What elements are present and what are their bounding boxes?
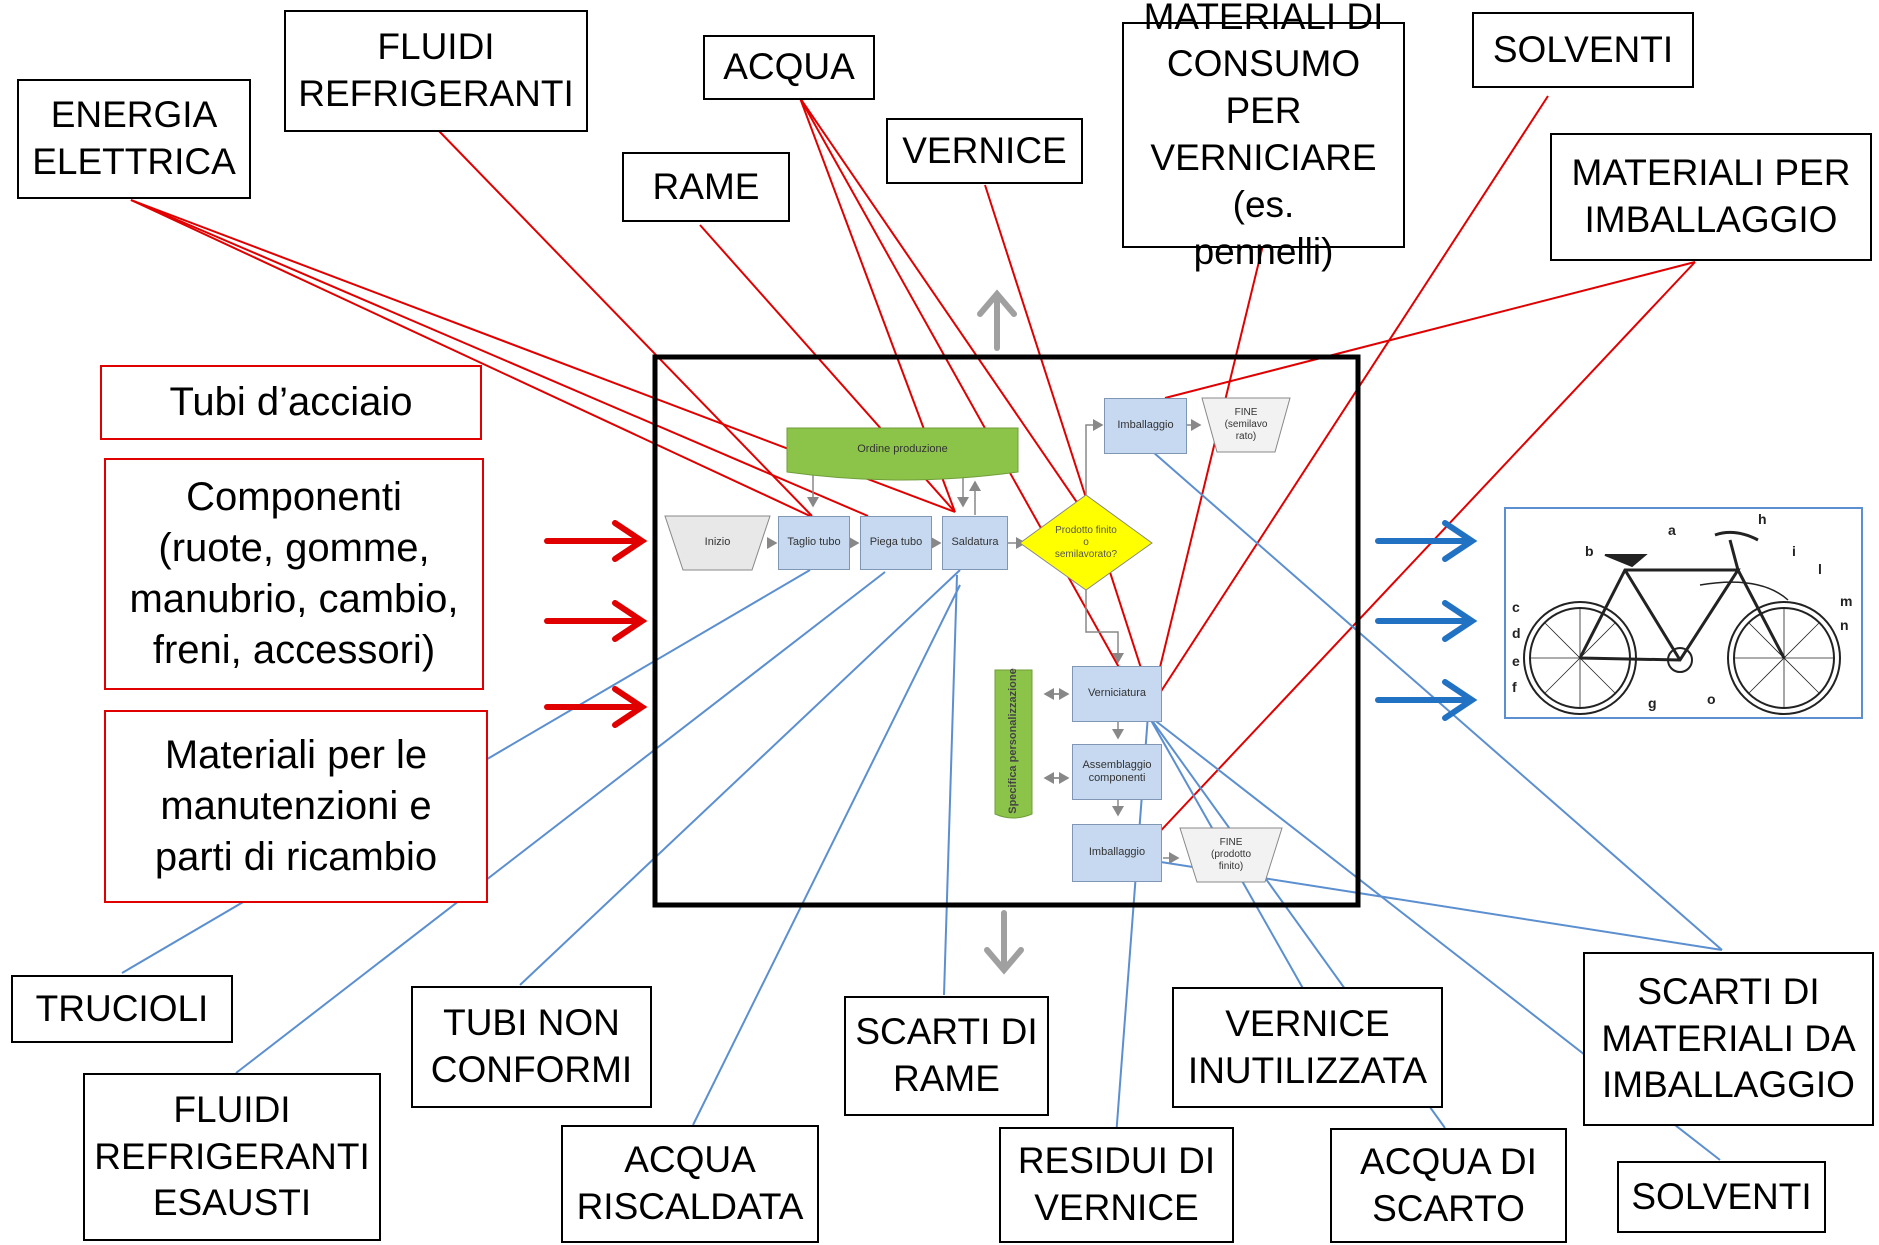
bicycle-frame: [1504, 507, 1863, 719]
end-top-node: FINE (semilavo rato): [1224, 407, 1268, 442]
output-acqua-scarto: ACQUA DI SCARTO: [1330, 1128, 1567, 1243]
output-fluidi-esausti: FLUIDI REFRIGERANTI ESAUSTI: [83, 1073, 381, 1241]
bike-letter-l: l: [1818, 561, 1822, 577]
grey-arrows: [977, 289, 1024, 975]
input-acqua: ACQUA: [703, 35, 875, 100]
input-energia-elettrica: ENERGIA ELETTRICA: [17, 79, 251, 199]
start-shape: [664, 515, 771, 571]
bike-letter-b: b: [1585, 543, 1594, 559]
output-scarti-imballaggio: SCARTI DI MATERIALI DA IMBALLAGGIO: [1583, 952, 1874, 1126]
output-solventi: SOLVENTI: [1617, 1161, 1826, 1233]
input-materiali-manutenzioni: Materiali per le manutenzioni e parti di…: [104, 710, 488, 903]
start-node: Inizio: [704, 536, 731, 549]
bicycle-labels: a b c d e f g h i l m n o: [1512, 511, 1852, 711]
output-residui-vernice: RESIDUI DI VERNICE: [999, 1127, 1234, 1243]
bike-letter-h: h: [1758, 511, 1767, 527]
order-banner: Ordine produzione: [857, 443, 948, 456]
input-componenti: Componenti (ruote, gomme, manubrio, camb…: [104, 458, 484, 690]
output-arrows: [1375, 520, 1478, 721]
output-trucioli: TRUCIOLI: [11, 975, 233, 1043]
bicycle-icon: [1523, 530, 1841, 715]
input-materiali-consumo: MATERIALI DI CONSUMO PER VERNICIARE (es.…: [1122, 0, 1405, 272]
input-fluidi-refrigeranti: FLUIDI REFRIGERANTI: [284, 10, 588, 132]
bike-letter-g: g: [1648, 695, 1657, 711]
input-tubi-acciaio: Tubi d’acciaio: [100, 365, 482, 440]
output-acqua-riscaldata: ACQUA RISCALDATA: [561, 1125, 819, 1243]
decision-shape: [1019, 494, 1153, 591]
end-bottom-node: FINE (prodotto finito): [1210, 837, 1252, 872]
end-bottom-shape: [1179, 827, 1283, 883]
bike-letter-o: o: [1707, 691, 1716, 707]
input-rame: RAME: [622, 152, 790, 222]
bike-letter-a: a: [1668, 522, 1676, 538]
painting-step: Verniciatura: [1072, 666, 1162, 722]
bend-tube-step: Piega tubo: [860, 516, 932, 570]
bike-letter-c: c: [1512, 599, 1520, 615]
process-frame: [652, 354, 1361, 908]
output-scarti-rame: SCARTI DI RAME: [844, 996, 1049, 1116]
bike-letter-m: m: [1840, 593, 1852, 609]
welding-step: Saldatura: [942, 516, 1008, 570]
bike-letter-f: f: [1512, 679, 1517, 695]
output-tubi-non-conformi: TUBI NON CONFORMI: [411, 986, 652, 1108]
cut-tube-step: Taglio tubo: [778, 516, 850, 570]
end-top-shape: [1201, 397, 1291, 453]
bike-letter-e: e: [1512, 653, 1520, 669]
packaging-top-step: Imballaggio: [1104, 398, 1187, 454]
bike-letter-i: i: [1792, 543, 1796, 559]
packaging-bottom-step: Imballaggio: [1072, 824, 1162, 882]
output-vernice-inutilizzata: VERNICE INUTILIZZATA: [1172, 987, 1443, 1108]
order-banner-shape: [786, 427, 1019, 481]
decision-node: Prodotto finito o semilavorato?: [1054, 524, 1118, 560]
specification-banner: Specifica personalizzazione: [1007, 668, 1020, 814]
input-materiali-imballaggio: MATERIALI PER IMBALLAGGIO: [1550, 133, 1872, 261]
input-lines: [130, 95, 1696, 841]
assembly-step: Assemblaggio componenti: [1072, 744, 1162, 800]
spec-banner-shape: [994, 669, 1033, 819]
input-vernice: VERNICE: [886, 118, 1083, 184]
input-solventi: SOLVENTI: [1472, 12, 1694, 88]
input-arrows: [544, 520, 648, 728]
bike-letter-n: n: [1840, 617, 1849, 633]
bike-letter-d: d: [1512, 625, 1521, 641]
